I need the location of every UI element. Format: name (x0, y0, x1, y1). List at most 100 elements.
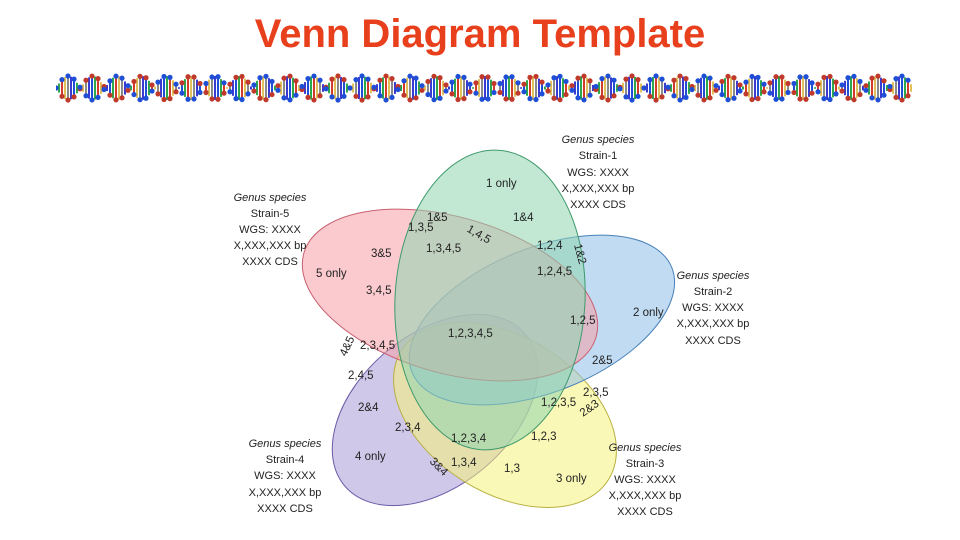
helix-atom (449, 79, 455, 85)
helix-atom (365, 94, 371, 100)
helix-atom (203, 80, 209, 87)
helix-atom (881, 92, 887, 98)
strain-bp: X,XXX,XXX bp (249, 487, 322, 499)
strain-bp: X,XXX,XXX bp (677, 318, 750, 330)
helix-atom (761, 89, 767, 95)
helix-atom (125, 83, 131, 89)
helix-atom (341, 77, 347, 83)
strain-1-info: Genus species Strain-1 WGS: XXXX X,XXX,X… (562, 134, 635, 211)
strain-bp: X,XXX,XXX bp (609, 490, 682, 502)
helix-atom (131, 91, 137, 98)
helix-atom (557, 73, 563, 79)
helix-atom (875, 73, 881, 79)
helix-atom (137, 73, 143, 79)
helix-atom (845, 75, 851, 81)
helix-atom (695, 78, 701, 84)
strain-name: Strain-2 (694, 286, 733, 298)
helix-atom (707, 95, 713, 101)
helix-atom (371, 84, 377, 90)
helix-atom (815, 89, 821, 95)
helix-atom (125, 87, 131, 93)
helix-atom (785, 89, 791, 96)
helix-atom (113, 97, 119, 103)
helix-atom (893, 76, 899, 82)
strain-3-info: Genus species Strain-3 WGS: XXXX X,XXX,X… (609, 442, 682, 518)
helix-atom (647, 77, 653, 83)
strain-cds: XXXX CDS (617, 506, 673, 518)
helix-atom (95, 94, 101, 100)
helix-atom (407, 97, 413, 103)
helix-atom (761, 81, 767, 87)
helix-atom (755, 96, 761, 102)
region-label: 1,2,3,4,5 (448, 328, 493, 340)
helix-atom (347, 85, 353, 91)
helix-atom (407, 73, 413, 79)
helix-atom (449, 91, 455, 97)
helix-atom (803, 74, 809, 80)
region-label: 1,2,5 (570, 315, 596, 327)
helix-atom (287, 73, 293, 79)
helix-atom (473, 90, 479, 96)
helix-atom (419, 87, 425, 93)
helix-atom (233, 74, 239, 80)
helix-atom (695, 92, 701, 98)
helix-atom (56, 85, 59, 91)
helix-atom (119, 95, 125, 101)
helix-atom (389, 76, 395, 82)
helix-atom (857, 91, 863, 98)
strain-wgs: WGS: XXXX (682, 302, 744, 314)
helix-atom (863, 83, 869, 89)
helix-atom (527, 96, 533, 102)
helix-atom (113, 73, 119, 79)
helix-atom (671, 93, 677, 99)
strain-cds: XXXX CDS (257, 503, 313, 515)
helix-atom (491, 89, 497, 96)
helix-atom (395, 86, 401, 93)
helix-atom (401, 92, 407, 98)
helix-atom (281, 95, 287, 101)
helix-atom (539, 79, 545, 85)
helix-atom (479, 74, 485, 80)
region-label: 4&5 (338, 335, 358, 359)
helix-atom (827, 96, 833, 103)
helix-atom (353, 77, 359, 83)
helix-atom (365, 76, 371, 82)
region-label: 1,3,4 (451, 457, 477, 469)
strain-species: Genus species (249, 438, 322, 450)
helix-atom (377, 93, 383, 99)
helix-atom (599, 76, 605, 82)
helix-atom (587, 78, 593, 84)
helix-atom (797, 96, 803, 102)
helix-atom (305, 94, 311, 100)
helix-atom (821, 74, 827, 80)
helix-atom (185, 74, 191, 80)
region-label: 2,3,5 (583, 387, 609, 399)
helix-atom (71, 76, 77, 82)
helix-atom (551, 95, 557, 101)
helix-atom (731, 95, 737, 101)
strain-cds: XXXX CDS (242, 256, 298, 268)
helix-atom (437, 95, 443, 101)
region-label: 2&4 (358, 402, 379, 414)
region-label: 3,4,5 (366, 285, 392, 297)
helix-atom (857, 78, 863, 85)
helix-atom (569, 83, 575, 89)
strain-wgs: WGS: XXXX (239, 224, 301, 236)
helix-atom (209, 74, 215, 80)
helix-atom (605, 97, 611, 103)
helix-atom (593, 83, 599, 90)
helix-atom (353, 93, 359, 99)
helix-atom (245, 79, 251, 85)
helix-atom (455, 73, 461, 80)
helix-atom (869, 95, 875, 101)
helix-atom (155, 91, 161, 97)
helix-atom (179, 80, 185, 86)
strain-wgs: WGS: XXXX (567, 167, 629, 179)
helix-atom (659, 76, 665, 82)
helix-atom (659, 94, 665, 100)
helix-atom (731, 75, 737, 81)
helix-atom (557, 97, 563, 103)
helix-atom (383, 97, 389, 103)
strain-name: Strain-3 (626, 458, 665, 470)
